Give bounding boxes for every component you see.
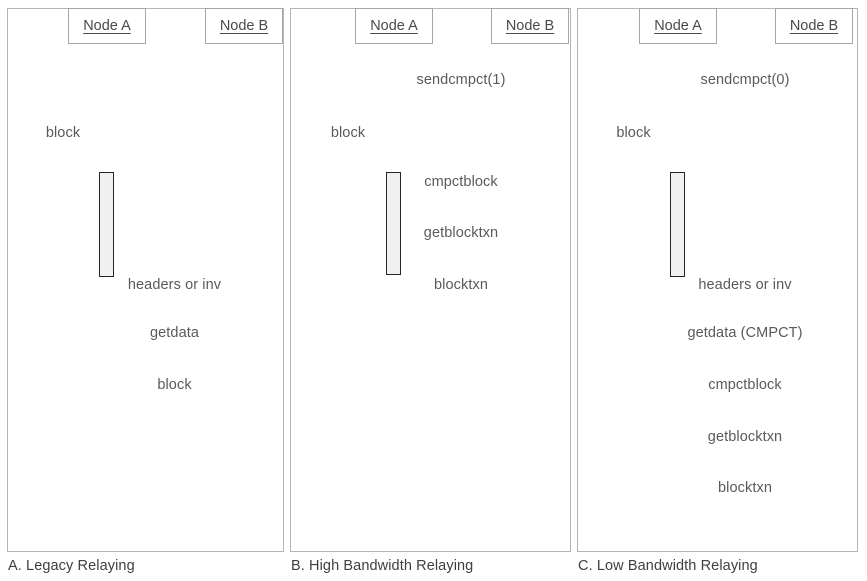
message-label-cmpctblock: cmpctblock (424, 174, 498, 190)
message-label-sendcmpct-0: sendcmpct(0) (700, 72, 790, 88)
node-label: Node B (219, 18, 269, 34)
diagram-panel-panel-a (7, 8, 284, 552)
activation-bar (670, 172, 685, 277)
panel-caption-panel-c: C. Low Bandwidth Relaying (578, 558, 758, 574)
node-label: Node A (654, 18, 702, 34)
node-box-node-a-panel-1: Node A (355, 8, 433, 44)
message-label-sendcmpct-1: sendcmpct(1) (416, 72, 506, 88)
panel-caption-panel-a: A. Legacy Relaying (8, 558, 135, 574)
message-label-block: block (157, 377, 192, 393)
node-label: Node A (83, 18, 131, 34)
node-box-node-b-panel-2: Node B (775, 8, 853, 44)
activation-bar (386, 172, 401, 275)
node-label: Node B (789, 18, 839, 34)
diagram-panel-panel-b (290, 8, 571, 552)
node-box-node-b-panel-0: Node B (205, 8, 283, 44)
message-label-cmpctblock: cmpctblock (708, 377, 782, 393)
node-box-node-b-panel-1: Node B (491, 8, 569, 44)
message-label-getblocktxn: getblocktxn (707, 429, 783, 445)
diagram-panel-panel-c (577, 8, 858, 552)
message-label-blocktxn: blocktxn (434, 277, 488, 293)
panel-caption-panel-b: B. High Bandwidth Relaying (291, 558, 474, 574)
message-label-getblocktxn: getblocktxn (423, 225, 499, 241)
message-label-block: block (45, 125, 81, 141)
node-box-node-a-panel-2: Node A (639, 8, 717, 44)
message-label-blocktxn: blocktxn (718, 480, 772, 496)
message-label-headers-or-inv: headers or inv (698, 277, 792, 293)
node-label: Node B (505, 18, 555, 34)
message-label-block: block (616, 125, 651, 141)
message-label-getdata: getdata (149, 325, 200, 341)
node-box-node-a-panel-0: Node A (68, 8, 146, 44)
activation-bar (99, 172, 114, 277)
message-label-getdata-cmpct: getdata (CMPCT) (687, 325, 803, 341)
message-label-headers-or-inv: headers or inv (127, 277, 222, 293)
message-label-block: block (330, 125, 366, 141)
node-label: Node A (370, 18, 418, 34)
